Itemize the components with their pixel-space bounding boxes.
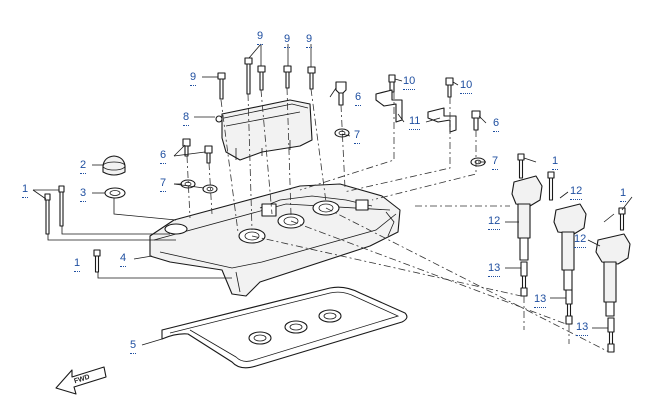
forward-arrow-icon — [55, 366, 107, 395]
callout-7-washer-middle: 7 — [354, 129, 361, 144]
callout-11-brackets: 11 — [409, 115, 421, 130]
callout-6-bolts-left: 6 — [160, 149, 167, 164]
breather-cover — [215, 99, 313, 161]
callout-1-coil-bolt-b: 1 — [620, 187, 627, 202]
callout-13-plug-a: 13 — [488, 262, 501, 277]
callout-9-bolt-d: 9 — [306, 33, 313, 48]
oil-filler-cap — [102, 155, 126, 176]
callout-7-washer-right: 7 — [492, 155, 499, 170]
ignition-coils — [511, 175, 631, 317]
callout-12-coil-a: 12 — [488, 215, 501, 230]
callout-9-bolt-c: 9 — [284, 33, 291, 48]
callout-2-filler-cap: 2 — [80, 159, 87, 174]
callout-12-coil-b: 12 — [570, 185, 583, 200]
callout-1-cover-bolt: 1 — [74, 257, 81, 272]
callout-12-coil-c: 12 — [574, 233, 587, 248]
left-bolts — [44, 185, 101, 273]
cap-washer — [104, 187, 126, 199]
callout-5-gasket: 5 — [130, 339, 137, 354]
coil-bolts — [517, 153, 626, 231]
callout-6-bolt-right: 6 — [493, 117, 500, 132]
callout-13-plug-c: 13 — [576, 321, 589, 336]
callout-10-bolt-a: 10 — [403, 75, 416, 90]
callout-13-plug-b: 13 — [534, 293, 547, 308]
callout-7-washers-left: 7 — [160, 177, 167, 192]
callout-4-valve-cover: 4 — [120, 252, 127, 267]
callout-1-coil-bolt-a: 1 — [552, 155, 559, 170]
valve-cover — [149, 183, 401, 297]
callout-9-bolt-b: 9 — [257, 30, 264, 45]
top-bolts — [182, 57, 481, 164]
callout-1-left-bolts: 1 — [22, 183, 29, 198]
leader-lines — [32, 43, 633, 346]
spark-plugs — [520, 261, 615, 353]
callout-10-bolt-b: 10 — [460, 79, 473, 94]
callout-6-bolt-middle: 6 — [355, 91, 362, 106]
cover-gasket — [161, 286, 408, 369]
callout-8-breather-cover: 8 — [183, 111, 190, 126]
alignment-lines — [186, 87, 610, 353]
callout-9-bolt-a: 9 — [190, 71, 197, 86]
callout-3-washer: 3 — [80, 187, 87, 202]
